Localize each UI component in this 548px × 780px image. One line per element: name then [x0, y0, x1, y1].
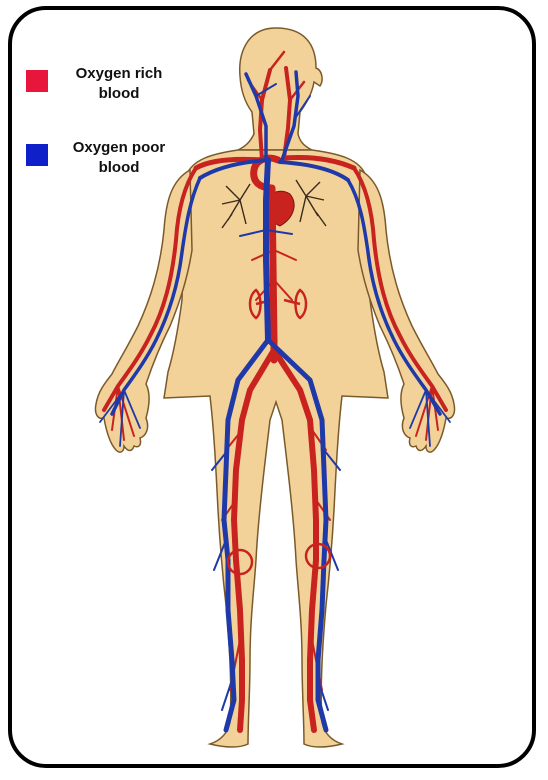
- legend-label-oxygen-rich: Oxygen rich blood: [64, 64, 174, 104]
- body-silhouette: [95, 28, 454, 747]
- head: [238, 28, 322, 150]
- legend-label-oxygen-poor: Oxygen poor blood: [64, 138, 174, 178]
- legend-oxygen-poor: Oxygen poor blood: [26, 138, 174, 178]
- legend-swatch-blue: [26, 144, 48, 166]
- legend-swatch-red: [26, 70, 48, 92]
- legend-oxygen-rich: Oxygen rich blood: [26, 64, 174, 104]
